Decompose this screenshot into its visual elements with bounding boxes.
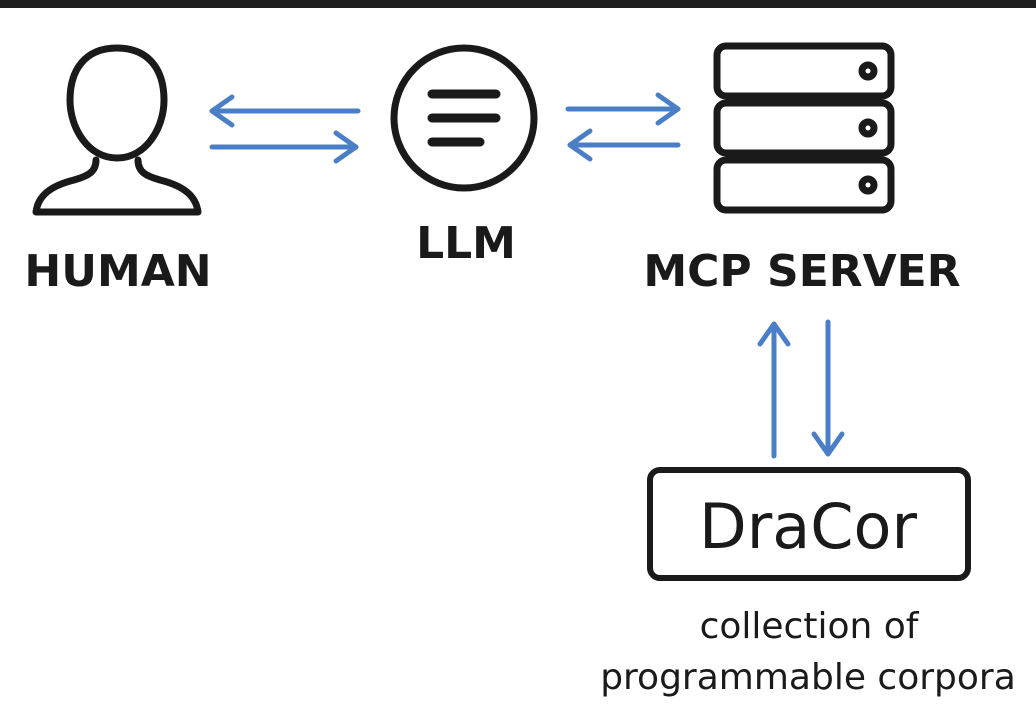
dracor-box bbox=[647, 467, 971, 581]
arrow-left-icon bbox=[209, 94, 361, 128]
arrow-left-icon bbox=[567, 128, 681, 162]
human-llm-arrows bbox=[209, 94, 361, 164]
window-top-bar bbox=[0, 0, 1036, 8]
human-label: HUMAN bbox=[24, 246, 211, 297]
arrow-down-icon bbox=[811, 319, 845, 457]
arrow-right-icon bbox=[209, 130, 359, 164]
llm-mcp-arrows bbox=[565, 92, 681, 162]
dracor-label: DraCor bbox=[699, 490, 917, 563]
mcp-server-label: MCP SERVER bbox=[643, 246, 960, 297]
server-stack-icon bbox=[713, 42, 895, 214]
arrow-right-icon bbox=[565, 92, 681, 126]
person-icon bbox=[32, 44, 202, 216]
llm-label: LLM bbox=[416, 218, 516, 269]
dracor-caption-line1: collection of bbox=[700, 606, 920, 647]
menu-lines-icon bbox=[390, 44, 538, 192]
dracor-caption-line2: programmable corpora bbox=[600, 657, 1016, 698]
mcp-dracor-arrows bbox=[757, 319, 845, 459]
arrow-up-icon bbox=[757, 321, 791, 459]
